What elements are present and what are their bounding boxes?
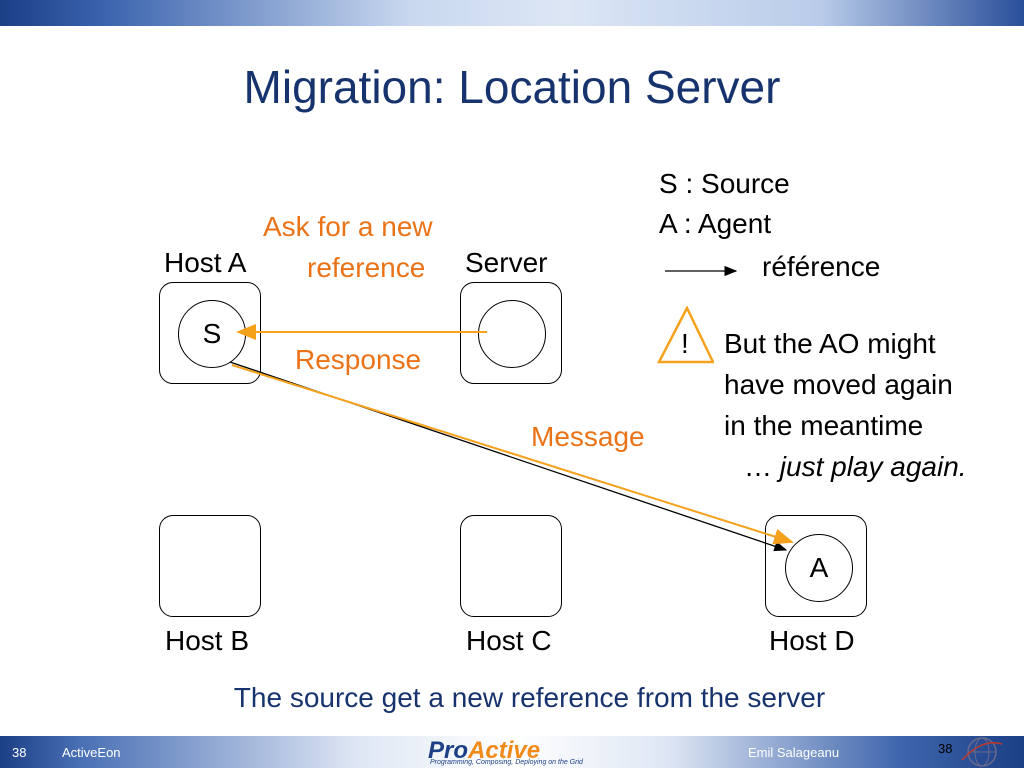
slide-caption: The source get a new reference from the … (233, 682, 826, 713)
host-b-box (159, 515, 261, 617)
warning-icon (656, 306, 714, 364)
top-banner (0, 0, 1024, 26)
warning-ellipsis: … (744, 451, 772, 482)
warning-line2: have moved again (724, 369, 953, 400)
legend-source: S : Source (659, 168, 790, 199)
warning-line3: in the meantime (724, 410, 924, 441)
source-node: S (178, 300, 246, 368)
proactive-logo: ProActive (428, 737, 540, 765)
response-label: Response (295, 344, 422, 375)
warning-line1: But the AO might (724, 328, 936, 359)
host-c-label: Host C (466, 625, 552, 656)
agent-node: A (785, 534, 853, 602)
message-label: Message (531, 421, 645, 452)
footer-slide-number: 38 (12, 745, 27, 760)
footer-author: Emil Salageanu (748, 745, 840, 760)
ask-label-line1: Ask for a new (263, 211, 433, 242)
legend-reference-label: référence (762, 251, 881, 282)
warning-symbol: ! (681, 328, 689, 359)
slide-title: Migration: Location Server (243, 61, 781, 113)
source-node-label: S (202, 318, 222, 349)
ask-label-line2: reference (307, 252, 426, 283)
server-node (478, 300, 546, 368)
logo-part2: Active (468, 737, 541, 764)
agent-node-label: A (809, 552, 829, 583)
host-d-label: Host D (769, 625, 855, 656)
host-b-label: Host B (165, 625, 250, 656)
logo-part1: Pro (428, 737, 469, 764)
logo-tagline: Programming, Composing, Deploying on the… (430, 759, 583, 766)
footer-company: ActiveEon (62, 745, 121, 760)
footer-bar (0, 736, 1024, 768)
legend-agent: A : Agent (659, 208, 772, 239)
server-label: Server (465, 247, 548, 278)
host-a-label: Host A (164, 247, 247, 278)
message-arrow (231, 364, 794, 545)
host-c-box (460, 515, 562, 617)
globe-icon (961, 737, 1003, 767)
footer-slide-number-right: 38 (938, 741, 953, 756)
warning-line4: … just play again. (744, 451, 967, 483)
warning-italic: just play again. (779, 451, 967, 482)
